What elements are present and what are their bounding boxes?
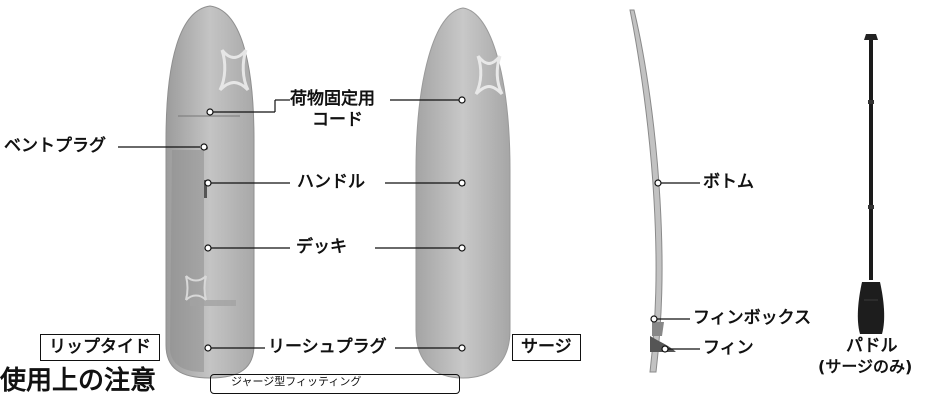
surge-name-box: サージ xyxy=(512,334,581,361)
bottom-label: ボトム xyxy=(703,172,754,192)
fin xyxy=(650,336,676,352)
cargo-cord-label-line2: コード xyxy=(312,110,363,130)
fin-box-label: フィンボックス xyxy=(693,308,812,328)
footer-note: ジャージ型フィッティング xyxy=(210,374,460,394)
paddle xyxy=(857,34,885,334)
footer-heading: 使用上の注意 xyxy=(0,366,157,396)
paddle-label: パドル xyxy=(846,336,898,356)
side-board xyxy=(629,9,676,373)
leader-lines xyxy=(118,96,700,353)
sup-parts-diagram: 荷物固定用 コード ベントプラグ ハンドル デッキ リーシュプラグ ボトム フィ… xyxy=(0,5,913,394)
fin-box xyxy=(652,322,664,336)
surge-board xyxy=(415,7,511,379)
handle-label: ハンドル xyxy=(297,172,365,192)
diagram-svg xyxy=(118,5,885,379)
surge-logo xyxy=(474,55,504,96)
riptide-tail-logo xyxy=(185,275,207,301)
riptide-name-box: リップタイド xyxy=(40,334,160,361)
paddle-note-label: (サージのみ) xyxy=(818,357,913,376)
vent-plug-label: ベントプラグ xyxy=(4,136,106,156)
leash-plug-label: リーシュプラグ xyxy=(268,337,387,357)
fin-label: フィン xyxy=(703,338,754,358)
riptide-handle xyxy=(204,180,207,198)
deck-label: デッキ xyxy=(296,237,347,257)
riptide-logo xyxy=(218,49,250,92)
riptide-board xyxy=(165,5,255,379)
cargo-cord-label: 荷物固定用 xyxy=(290,89,375,109)
